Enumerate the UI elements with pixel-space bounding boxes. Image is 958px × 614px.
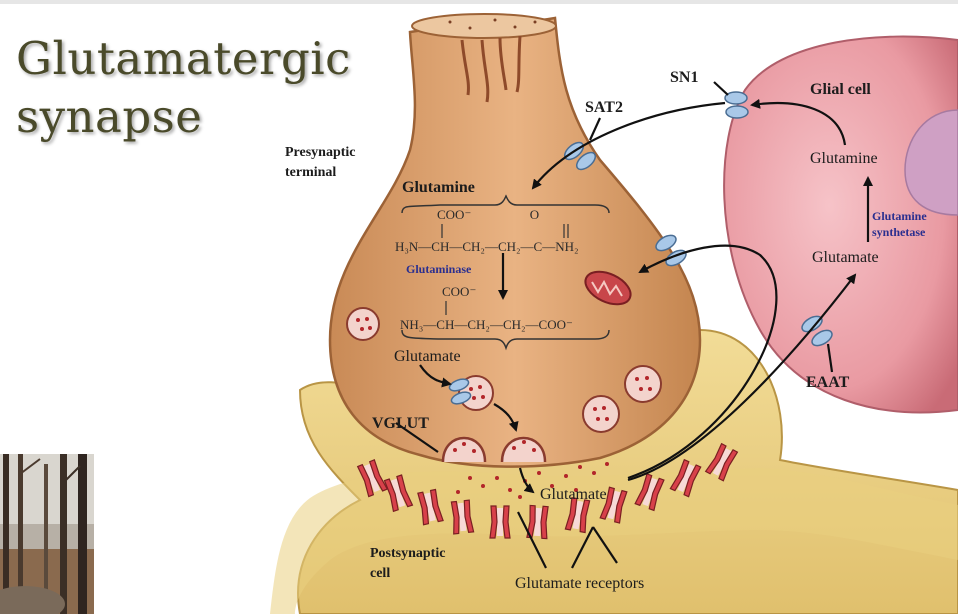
vglut-transporter bbox=[448, 378, 472, 405]
glutamate-receptor bbox=[450, 499, 475, 535]
glutamine-synthetase-label-1: Glutamine bbox=[872, 209, 927, 223]
glutamate-receptor bbox=[356, 458, 389, 498]
glutamate-glial-label: Glutamate bbox=[812, 249, 879, 266]
sn1-transporter bbox=[724, 91, 749, 119]
presynaptic-label-1: Presynaptic bbox=[285, 145, 356, 160]
sat2-label: SAT2 bbox=[585, 99, 623, 116]
eaat-label: EAAT bbox=[806, 374, 850, 391]
vglut-label: VGLUT bbox=[372, 415, 429, 432]
glutamate-receptor bbox=[383, 474, 414, 513]
sn1-label: SN1 bbox=[670, 69, 698, 86]
glutamate-receptor bbox=[489, 505, 511, 539]
glial-nucleus bbox=[904, 109, 958, 216]
vesicle-contents bbox=[356, 317, 652, 421]
glutamate-receptor bbox=[417, 488, 444, 526]
glutamate-receptor bbox=[634, 473, 665, 512]
glutamate-receptors-label: Glutamate receptors bbox=[515, 575, 644, 592]
chemistry-brackets bbox=[401, 194, 610, 351]
title-line-1: Glutamatergic bbox=[16, 32, 351, 85]
pathway-arrows bbox=[395, 81, 873, 569]
top-rule bbox=[0, 0, 958, 4]
glutamate-receptor bbox=[564, 496, 591, 534]
fusing-vesicles bbox=[441, 436, 547, 463]
glutaminase-label: Glutaminase bbox=[406, 262, 472, 276]
glutamate-receptor bbox=[526, 504, 549, 540]
cleft-glutamate-dots bbox=[456, 462, 609, 499]
postsynaptic-label-2: cell bbox=[370, 566, 390, 581]
glutamine-synthetase-label-2: synthetase bbox=[872, 225, 926, 239]
glutamate-formula: NH₃—CH—CH₂—CH₂—COO⁻ bbox=[400, 317, 573, 332]
glutamine-formula: H₃N—CH—CH₂—CH₂—C—NH₂ bbox=[395, 239, 579, 254]
glutamate-receptors-group bbox=[356, 442, 739, 540]
glial-cell bbox=[723, 35, 958, 414]
glutamine-pre-label: Glutamine bbox=[402, 179, 475, 196]
glutamate-pre-label: Glutamate bbox=[394, 348, 461, 365]
glutamate-formula-top: COO⁻ bbox=[442, 284, 476, 299]
glutamine-glial-label: Glutamine bbox=[810, 150, 878, 167]
presynaptic-label-2: terminal bbox=[285, 165, 336, 180]
slide-title: Glutamatergic synapse bbox=[16, 30, 351, 146]
glutamate-receptor bbox=[669, 458, 702, 498]
glutamate-receptor bbox=[704, 442, 739, 482]
glutamate-cleft-label: Glutamate bbox=[540, 486, 607, 503]
glutamate-receptor bbox=[599, 486, 628, 524]
postsynaptic-label-1: Postsynaptic bbox=[370, 546, 445, 561]
mitochondrion bbox=[584, 270, 632, 306]
glial-cell-label: Glial cell bbox=[810, 81, 871, 98]
presynaptic-terminal bbox=[328, 13, 702, 468]
title-line-2: synapse bbox=[16, 90, 203, 143]
forest-photo bbox=[0, 454, 94, 614]
glutamine-formula-top: COO⁻ O bbox=[437, 207, 539, 222]
